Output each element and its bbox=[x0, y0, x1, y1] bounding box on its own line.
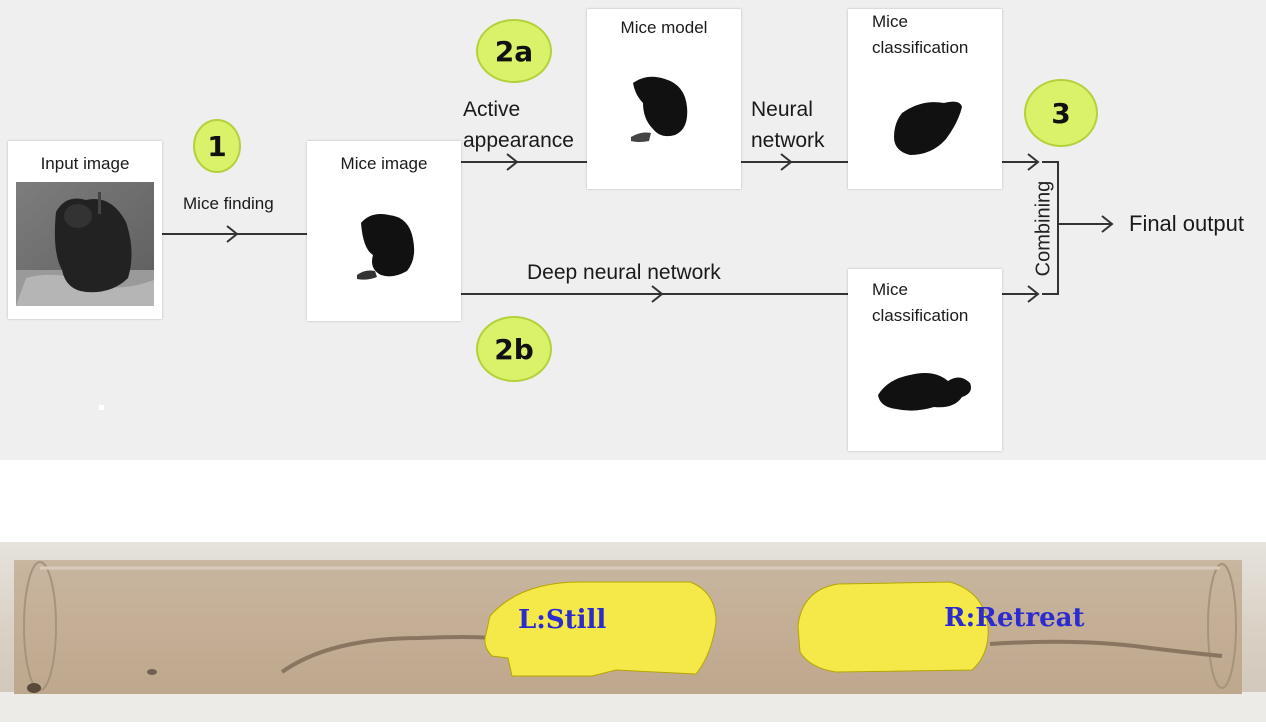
right-mouse-overlay bbox=[797, 581, 989, 673]
arrowhead-active-appearance bbox=[506, 153, 519, 171]
mouse-classified-bottom bbox=[878, 373, 971, 411]
step-badge-1: 1 bbox=[193, 119, 241, 173]
mice-model-title: Mice model bbox=[620, 18, 708, 37]
arrowhead-class-top-out bbox=[1027, 153, 1040, 171]
classification-top-box: Mice classification bbox=[848, 9, 1002, 189]
label-neural-network: Neural network bbox=[751, 98, 825, 152]
tube-photo-panel: L:Still R:Retreat bbox=[0, 542, 1266, 722]
mice-image-title: Mice image bbox=[340, 154, 428, 173]
label-combining: Combining bbox=[1032, 180, 1055, 277]
classification-bottom-title: Mice classification bbox=[872, 280, 969, 325]
pipeline-panel: Input image Mice image Mice model bbox=[0, 0, 1266, 460]
right-mouse-tail bbox=[989, 639, 1223, 658]
classification-top-title: Mice classification bbox=[872, 12, 969, 57]
label-final-output: Final output bbox=[1129, 211, 1244, 236]
left-mouse-overlay bbox=[484, 581, 717, 677]
arrowhead-class-bottom-out bbox=[1027, 285, 1040, 303]
input-mouse-photo bbox=[16, 182, 154, 306]
flow-arrows bbox=[162, 153, 1114, 303]
debris-speck-2 bbox=[27, 683, 41, 693]
step-badge-2b: 2b bbox=[476, 316, 552, 382]
mice-model-box: Mice model bbox=[587, 9, 741, 189]
arrowhead-neural-network bbox=[780, 153, 793, 171]
label-mice-finding: Mice finding bbox=[183, 194, 274, 213]
tube-right-rim bbox=[1207, 563, 1237, 689]
label-deep-neural-network: Deep neural network bbox=[527, 261, 721, 284]
classification-bottom-box: Mice classification bbox=[848, 269, 1002, 451]
mouse-model-silhouette bbox=[631, 76, 688, 142]
arrowhead-mice-finding bbox=[226, 225, 239, 243]
step-badge-2a: 2a bbox=[476, 19, 552, 83]
mouse-silhouette-crop bbox=[357, 214, 415, 280]
photo-floor bbox=[0, 692, 1266, 722]
input-image-title: Input image bbox=[40, 154, 130, 173]
step-badge-3: 3 bbox=[1024, 79, 1098, 147]
mice-image-box: Mice image bbox=[307, 141, 461, 321]
combining-bracket bbox=[1042, 161, 1059, 295]
stray-dot bbox=[99, 405, 104, 410]
arrowhead-deep-neural-network bbox=[651, 285, 664, 303]
mouse-classified-top bbox=[894, 101, 962, 155]
left-mouse-tail bbox=[280, 635, 491, 674]
debris-speck bbox=[147, 669, 157, 675]
left-mouse-label: L:Still bbox=[518, 605, 606, 635]
arrowhead-final-output bbox=[1101, 215, 1114, 233]
tube-photo: L:Still R:Retreat bbox=[0, 542, 1266, 722]
right-mouse-label: R:Retreat bbox=[944, 603, 1084, 633]
input-image-box: Input image bbox=[8, 141, 162, 319]
label-active-appearance: Active appearance bbox=[463, 98, 574, 152]
